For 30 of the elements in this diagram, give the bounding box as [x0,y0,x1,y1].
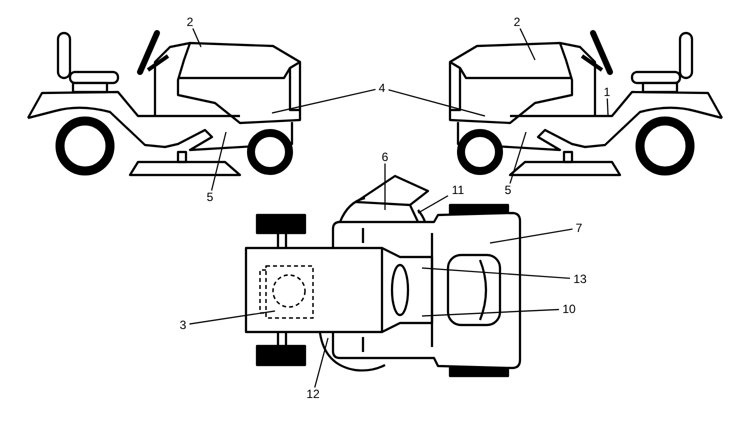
callout-number: 7 [572,222,586,234]
leader-line [211,132,227,191]
callout-number: 5 [204,190,216,204]
leader-line [422,308,560,317]
leader-line [189,310,276,325]
leader-line [606,98,609,116]
callout-number: 12 [303,388,323,400]
callout-number: 10 [559,302,579,316]
leader-line [388,89,486,117]
callout-number: 4 [376,82,388,94]
callout-number: 2 [510,16,524,28]
leader-line [422,267,570,279]
leader-line [490,228,573,244]
callout-number: 6 [378,150,392,164]
lawn-tractor-side-drawing [27,30,302,176]
leader-line [384,164,386,210]
callout-number: 3 [176,318,190,332]
leader-line [509,132,527,184]
leader-line [272,88,376,114]
callout-number: 13 [570,272,590,286]
leader-line [418,195,448,214]
lawn-tractor-top-drawing [244,174,522,378]
leader-line [314,338,329,388]
callout-number: 1 [600,86,614,98]
lawn-tractor-side-drawing [448,30,723,176]
callout-number: 5 [502,184,514,196]
callout-number: 2 [184,16,196,28]
leader-line [192,28,202,48]
leader-line [520,28,536,60]
callout-number: 11 [448,184,468,196]
